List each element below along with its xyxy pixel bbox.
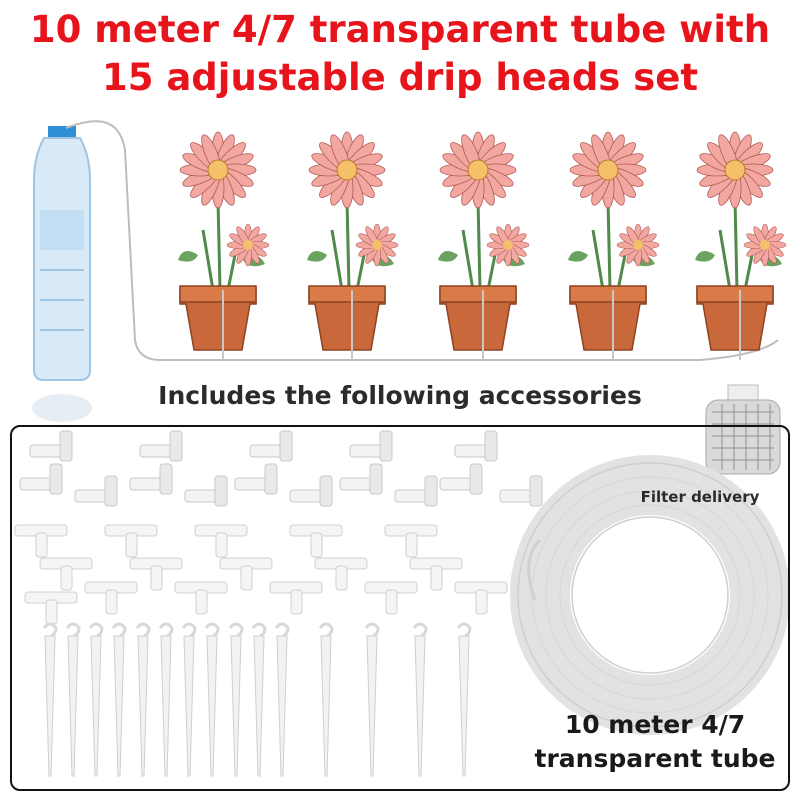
connector-piece (439, 463, 483, 495)
drip-stake (111, 622, 127, 777)
supply-tube-line (65, 120, 779, 361)
tee-connector (384, 524, 438, 558)
tee-connector (194, 524, 248, 558)
drip-stake (318, 622, 334, 777)
tee-connector (454, 581, 508, 615)
accessories-heading: Includes the following accessories (158, 381, 642, 410)
headline-line-2: 15 adjustable drip heads set (101, 56, 699, 99)
tee-connector (409, 557, 463, 591)
drip-stake (88, 622, 104, 777)
drip-stake (412, 622, 428, 777)
connector-piece (289, 475, 333, 507)
tee-connector (24, 591, 78, 625)
drip-stake (251, 622, 267, 777)
connector-piece (139, 430, 183, 462)
drip-stake (42, 622, 58, 777)
drip-stake (65, 622, 81, 777)
tee-connector (39, 557, 93, 591)
connector-piece (234, 463, 278, 495)
tee-connector (104, 524, 158, 558)
tube-label: 10 meter 4/7 transparent tube (520, 708, 790, 776)
tee-connector (269, 581, 323, 615)
connector-piece (499, 475, 543, 507)
connector-piece (394, 475, 438, 507)
tee-connector (219, 557, 273, 591)
drip-stake (204, 622, 220, 777)
flower-pot-image (695, 131, 787, 360)
drip-stake (364, 622, 380, 777)
tee-connector (129, 557, 183, 591)
drip-stake (158, 622, 174, 777)
tee-connector (14, 524, 68, 558)
drip-stake (135, 622, 151, 777)
connector-piece (184, 475, 228, 507)
headline: 10 meter 4/7 transparent tube with 15 ad… (0, 6, 800, 102)
connector-piece (249, 430, 293, 462)
connector-piece (129, 463, 173, 495)
filter-label: Filter delivery (640, 488, 760, 506)
tube-label-line-2: transparent tube (534, 744, 776, 773)
tube-coil-image (510, 455, 790, 735)
headline-line-1: 10 meter 4/7 transparent tube with (29, 8, 771, 51)
flower-pot-image (178, 131, 270, 360)
connector-piece (19, 463, 63, 495)
filter-image (705, 384, 781, 475)
connector-piece (454, 430, 498, 462)
connector-piece (74, 475, 118, 507)
drip-stake (274, 622, 290, 777)
connector-piece (339, 463, 383, 495)
tee-connector (314, 557, 368, 591)
tee-connector (174, 581, 228, 615)
water-bottle-image (32, 126, 92, 422)
tee-connector (364, 581, 418, 615)
connector-piece (349, 430, 393, 462)
tube-label-line-1: 10 meter 4/7 (564, 710, 746, 739)
drip-stake (228, 622, 244, 777)
flower-pot-image (438, 131, 530, 360)
drip-stake (181, 622, 197, 777)
tee-connector (84, 581, 138, 615)
flower-pot-image (568, 131, 660, 360)
tee-connector (289, 524, 343, 558)
flower-pot-image (307, 131, 399, 360)
drip-stake (456, 622, 472, 777)
connector-piece (29, 430, 73, 462)
accessories-frame (10, 425, 790, 791)
